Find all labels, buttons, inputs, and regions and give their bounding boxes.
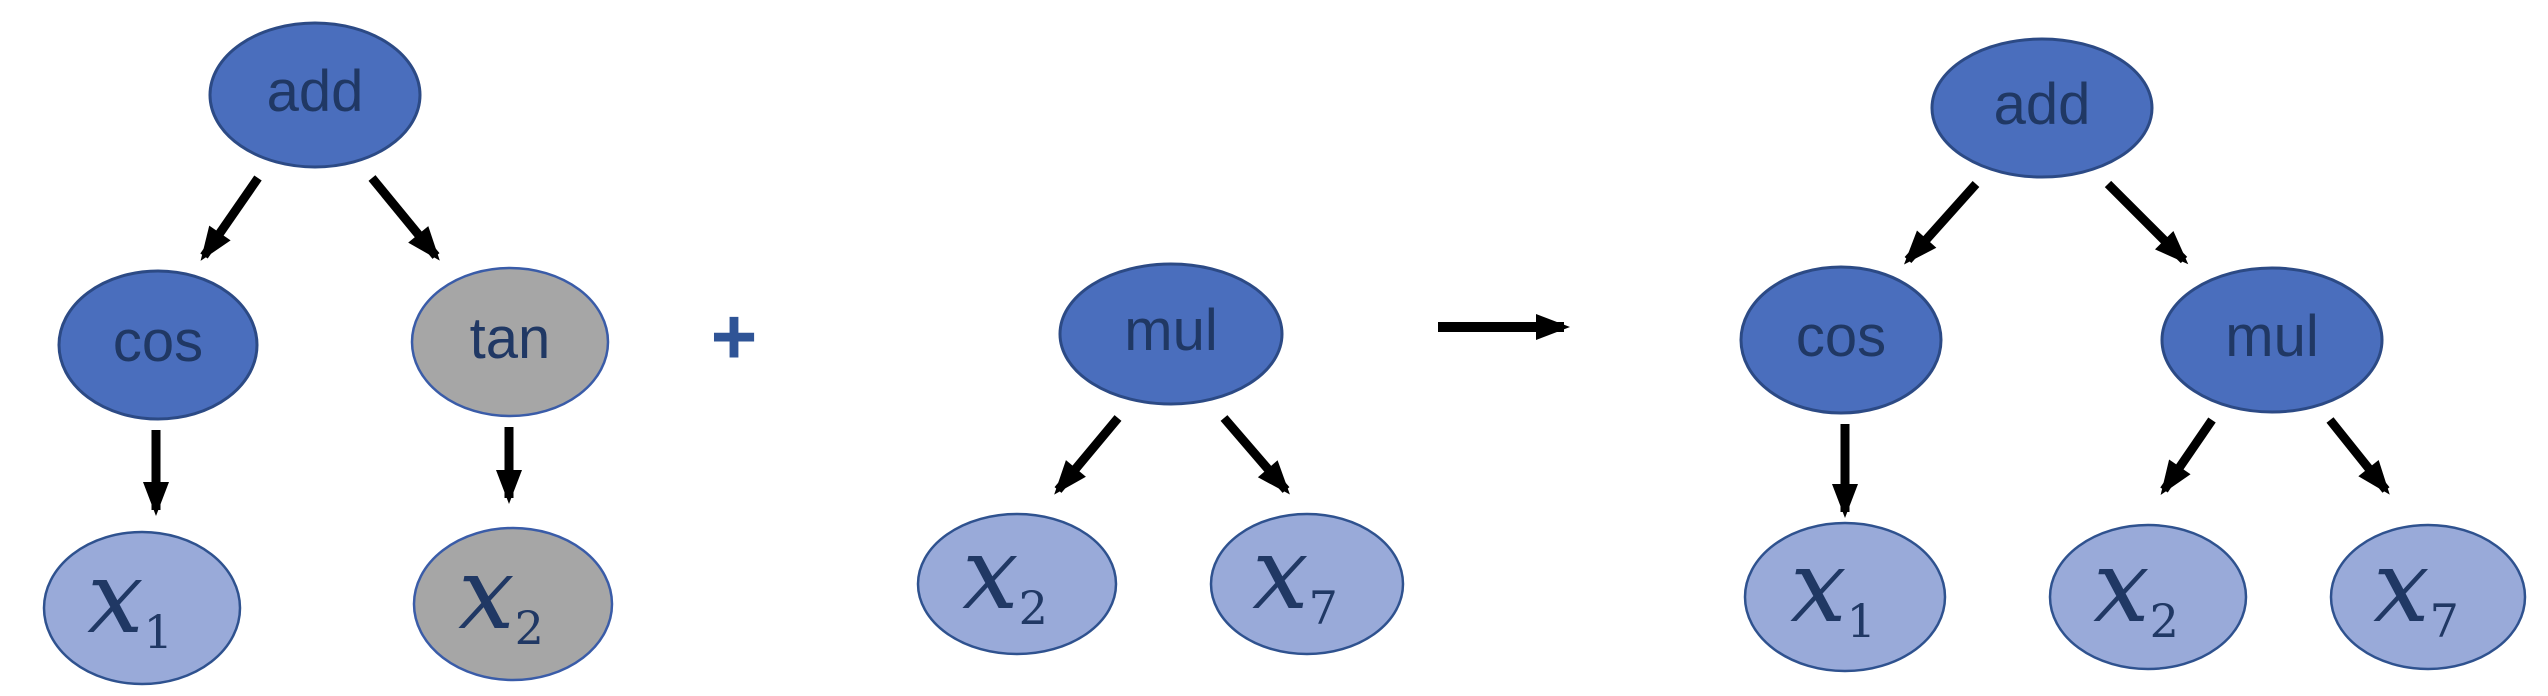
node-add-ellipse (1930, 37, 2154, 179)
node-x1-ellipse (1743, 521, 1947, 673)
node-x2-label: x2 (458, 535, 544, 655)
node-add-ellipse (208, 21, 422, 169)
middle-expression-tree: mul x2 x7 (916, 262, 1405, 656)
node-x2-label: x2 (2093, 528, 2179, 648)
node-mul-ellipse (1058, 262, 1284, 406)
node-x7-leaf: x7 (2329, 523, 2527, 671)
edge-add-to-cos-icon (1903, 180, 1980, 265)
node-x2-ellipse (412, 526, 614, 682)
node-cos: cos (1739, 265, 1943, 415)
x2-var: x (2093, 528, 2149, 645)
node-x1-leaf: x1 (42, 530, 242, 686)
edge-mul-to-x7-icon (1220, 415, 1290, 495)
node-x7-leaf: x7 (1209, 512, 1405, 656)
left-expression-tree: add cos tan x1 x2 (42, 21, 614, 686)
x7-subscript: 7 (2430, 594, 2459, 648)
node-cos-ellipse (57, 269, 259, 421)
node-add: add (1930, 37, 2154, 179)
node-x7-label: x7 (1252, 515, 1338, 635)
edge-mul-to-x2-icon (1054, 415, 1122, 495)
x2-var: x (458, 535, 514, 652)
edge-mul-to-x7-icon (2326, 417, 2390, 495)
node-mul-label: mul (2225, 304, 2318, 369)
x7-var: x (1252, 515, 1308, 632)
node-tan-label: tan (470, 306, 551, 371)
node-x7-ellipse (2329, 523, 2527, 671)
node-cos-label: cos (1796, 304, 1886, 369)
node-x2-leaf: x2 (916, 512, 1118, 656)
node-cos-ellipse (1739, 265, 1943, 415)
node-x1-label: x1 (1790, 528, 1876, 648)
node-add: add (208, 21, 422, 169)
node-x1-leaf: x1 (1743, 521, 1947, 673)
node-mul-ellipse (2160, 266, 2384, 414)
edge-add-to-cos-icon (200, 175, 262, 261)
node-x2-leaf-disabled: x2 (412, 526, 614, 682)
edge-add-to-mul-icon (2104, 180, 2189, 265)
node-x1-label: x1 (87, 539, 173, 659)
node-cos-label: cos (113, 309, 203, 374)
node-cos: cos (57, 269, 259, 421)
x1-subscript: 1 (1847, 594, 1876, 648)
node-x2-ellipse (916, 512, 1118, 656)
x1-var: x (1790, 528, 1846, 645)
node-mul: mul (1058, 262, 1284, 406)
x7-subscript: 7 (1309, 581, 1338, 635)
x1-var: x (87, 539, 143, 656)
node-x7-label: x7 (2373, 528, 2459, 648)
node-add-label: add (267, 59, 364, 124)
x2-var: x (962, 515, 1018, 632)
x7-var: x (2373, 528, 2429, 645)
node-x7-ellipse (1209, 512, 1405, 656)
x2-subscript: 2 (1019, 581, 1048, 635)
node-tan-ellipse (410, 266, 610, 418)
node-mul-label: mul (1124, 298, 1217, 363)
node-x2-ellipse (2048, 523, 2248, 671)
edge-mul-to-x2-icon (2160, 417, 2216, 495)
node-x2-leaf: x2 (2048, 523, 2248, 671)
plus-symbol: + (711, 292, 758, 381)
edge-add-to-tan-icon (368, 175, 440, 261)
node-add-label: add (1994, 72, 2091, 137)
node-x1-ellipse (42, 530, 242, 686)
node-tan-disabled: tan (410, 266, 610, 418)
x2-subscript: 2 (515, 601, 544, 655)
result-expression-tree: add cos mul x1 x2 x7 (1739, 37, 2527, 673)
node-mul: mul (2160, 266, 2384, 414)
x1-subscript: 1 (144, 605, 173, 659)
node-x2-label: x2 (962, 515, 1048, 635)
x2-subscript: 2 (2150, 594, 2179, 648)
